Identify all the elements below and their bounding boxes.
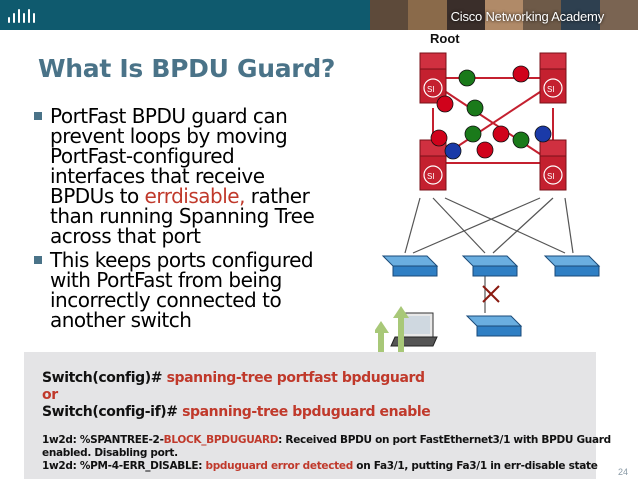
header-banner: Cisco Networking Academy [0,0,638,30]
bullet-1: PortFast BPDU guard can prevent loops by… [34,106,324,246]
multilayer-switch-root-left: SI [419,52,447,104]
command-box: Switch(config)# spanning-tree portfast b… [24,352,611,479]
cisco-logo-icon [8,9,35,23]
multilayer-switch-lower-right: SI [539,139,567,191]
header-photo-strip [370,0,638,30]
access-switch-1 [381,255,439,277]
log-line-1-cont: enabled. Disabling port. [42,447,178,459]
access-switch-2 [461,255,519,277]
rogue-switch [465,315,523,337]
bullet-2: This keeps ports configured with PortFas… [34,250,324,330]
blocked-link-icon [482,285,500,303]
port-state-dots [430,65,552,160]
page-number: 24 [617,467,628,477]
bullet-2-text: This keeps ports configured with PortFas… [50,248,314,332]
bullet-marker [34,112,42,120]
bullet-marker [34,256,42,264]
or-separator: or [42,387,58,403]
access-uplinks [404,197,574,313]
slide-title: What Is BPDU Guard? [38,54,336,83]
log-line-1: 1w2d: %SPANTREE-2-BLOCK_BPDUGUARD: Recei… [42,434,611,446]
svg-text:SI: SI [427,172,435,181]
log-line-2: 1w2d: %PM-4-ERR_DISABLE: bpduguard error… [42,460,598,472]
svg-text:SI: SI [547,85,555,94]
svg-text:SI: SI [427,85,435,94]
access-switch-3 [543,255,601,277]
multilayer-switch-lower-left: SI [419,139,447,191]
laptop-icon [390,312,438,347]
multilayer-switch-right: SI [539,52,567,104]
interface-config-command: Switch(config-if)# spanning-tree bpdugua… [42,404,431,420]
errdisable-highlight: errdisable, [144,184,246,208]
root-label: Root [430,31,460,46]
svg-text:SI: SI [547,172,555,181]
brand-name: Cisco Networking Academy [450,9,605,24]
bullet-1-text: PortFast BPDU guard can prevent loops by… [50,104,315,248]
network-diagram: Root SI SI SI [375,31,601,363]
global-config-command: Switch(config)# spanning-tree portfast b… [42,370,425,386]
